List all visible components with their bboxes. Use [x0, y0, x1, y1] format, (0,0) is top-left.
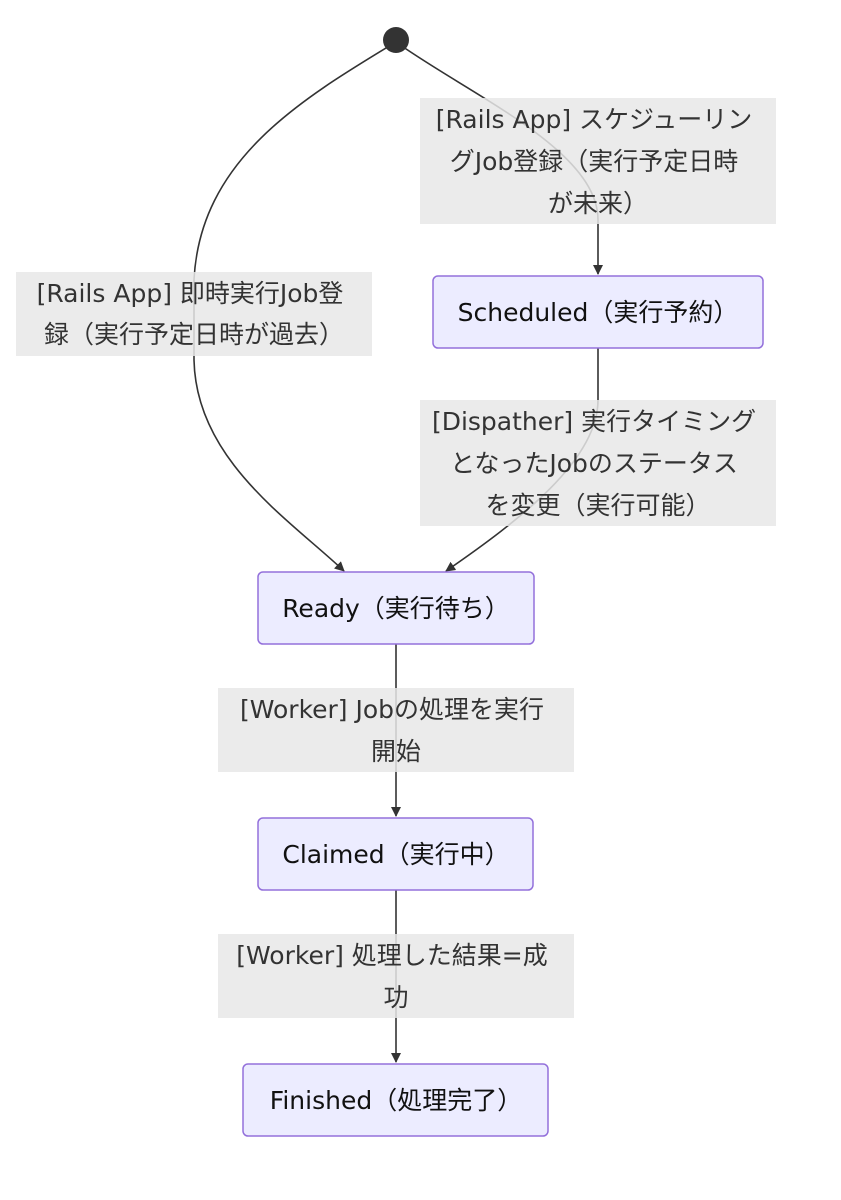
state-ready: Ready（実行待ち）	[257, 571, 535, 645]
label-line: となったJobのステータス	[450, 449, 738, 478]
label-line: 開始	[371, 737, 421, 766]
label-start-to-ready: [Rails App] 即時実行Job登 録（実行予定日時が過去）	[16, 272, 372, 356]
label-line: [Dispather] 実行タイミング	[432, 407, 756, 436]
label-line: [Rails App] 即時実行Job登	[37, 279, 344, 308]
label-scheduled-to-ready: [Dispather] 実行タイミング となったJobのステータス を変更（実行…	[420, 400, 776, 526]
state-claimed: Claimed（実行中）	[257, 817, 534, 891]
state-label: Ready（実行待ち）	[282, 594, 510, 623]
label-line: [Worker] Jobの処理を実行	[240, 695, 544, 724]
svg-text:[Worker] Jobの処理を実行 開始: [Worker] Jobの処理を実行 開始	[240, 695, 552, 766]
label-claimed-to-finished: [Worker] 処理した結果=成 功	[218, 934, 574, 1018]
state-label: Scheduled（実行予約）	[458, 298, 739, 327]
svg-text:[Rails App] スケジューリン グJob: [Rails App] スケジューリン グJob登録（実行予定日時 が未来）	[436, 105, 761, 218]
label-line: [Rails App] スケジューリン	[436, 105, 753, 134]
state-label: Finished（処理完了）	[270, 1086, 522, 1115]
label-line: 録（実行予定日時が過去）	[44, 320, 344, 349]
label-line: グJob登録（実行予定日時	[450, 147, 739, 176]
svg-text:[Worker] 処理した結果=成 功: [Worker] 処理した結果=成 功	[236, 941, 555, 1012]
label-start-to-scheduled: [Rails App] スケジューリン グJob登録（実行予定日時 が未来）	[420, 98, 776, 224]
label-line: を変更（実行可能）	[485, 491, 710, 520]
label-line: [Worker] 処理した結果=成	[236, 941, 547, 970]
svg-text:[Dispather] 実行タイミング となった: [Dispather] 実行タイミング となったJobのステータス を変更（実行…	[432, 407, 764, 520]
state-label: Claimed（実行中）	[282, 840, 509, 869]
state-finished: Finished（処理完了）	[242, 1063, 549, 1137]
start-node	[383, 27, 409, 53]
label-line: が未来）	[548, 189, 648, 218]
svg-text:[Rails App] 即時実行Job登 録（実: [Rails App] 即時実行Job登 録（実行予定日時が過去）	[37, 279, 352, 349]
state-scheduled: Scheduled（実行予約）	[432, 275, 764, 349]
label-line: 功	[383, 983, 408, 1012]
label-ready-to-claimed: [Worker] Jobの処理を実行 開始	[218, 688, 574, 772]
